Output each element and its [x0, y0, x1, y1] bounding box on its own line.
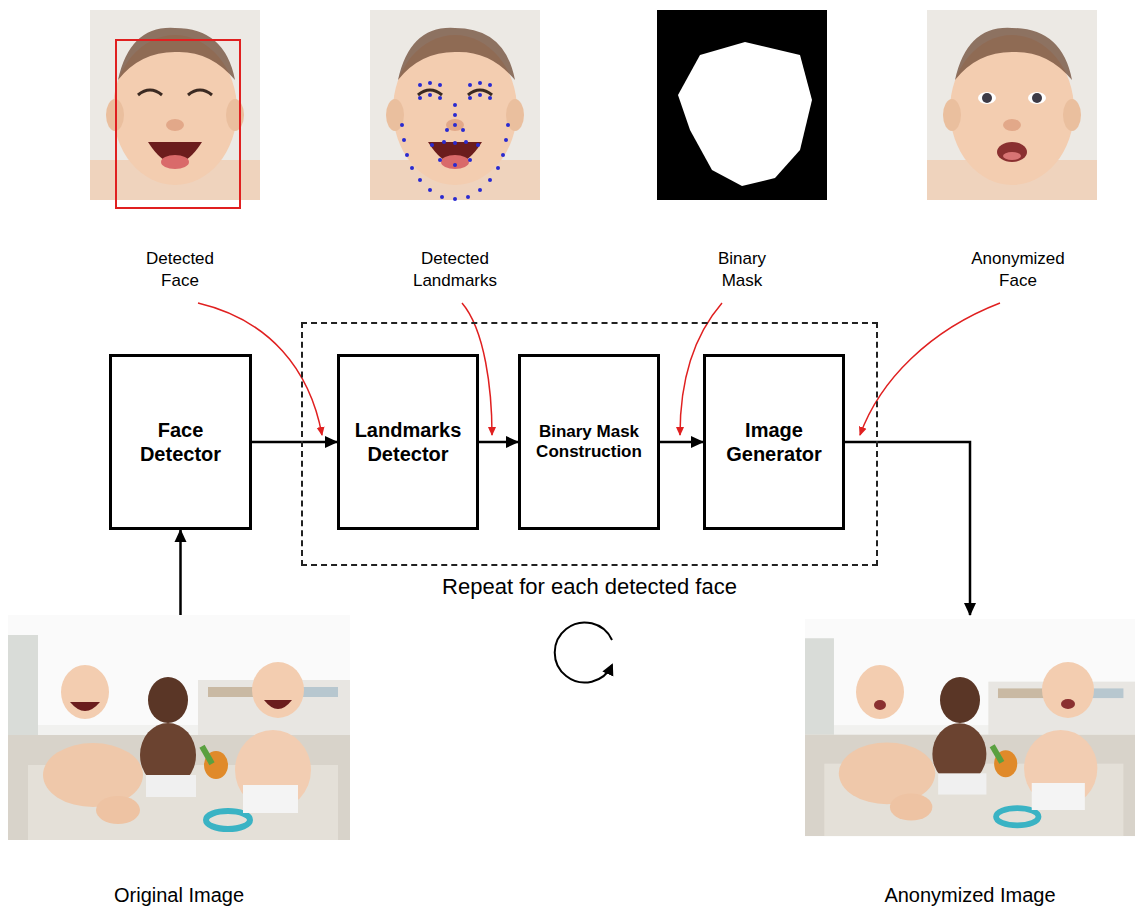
thumbnail-caption: Detected Landmarks — [400, 248, 510, 292]
output-photo: Anonymized Image — [805, 615, 1135, 907]
box-label: Face Detector — [118, 418, 243, 466]
image-caption: Anonymized Image — [805, 883, 1135, 907]
thumbnail-caption: Binary Mask — [702, 248, 782, 292]
box-label: Binary Mask Construction — [527, 422, 651, 463]
input-photo: Original Image — [8, 615, 350, 907]
group-caption: Repeat for each detected face — [283, 574, 896, 600]
repeat-group: Repeat for each detected faceLandmarks D… — [301, 322, 878, 566]
thumbnail-caption: Anonymized Face — [963, 248, 1073, 292]
flow-arrow — [660, 441, 703, 444]
flow-arrow — [179, 530, 182, 615]
box-label: Image Generator — [712, 418, 836, 466]
flow-arrow — [845, 442, 970, 615]
flow-arrow — [252, 441, 337, 444]
process-box: Binary Mask Construction — [518, 354, 660, 530]
thumbnail-caption: Detected Face — [125, 248, 235, 292]
flow-arrow — [479, 441, 518, 444]
process-box: Face Detector — [109, 354, 252, 530]
process-box: Landmarks Detector — [337, 354, 479, 530]
box-label: Landmarks Detector — [346, 418, 470, 466]
image-caption: Original Image — [8, 883, 350, 907]
process-box: Image Generator — [703, 354, 845, 530]
